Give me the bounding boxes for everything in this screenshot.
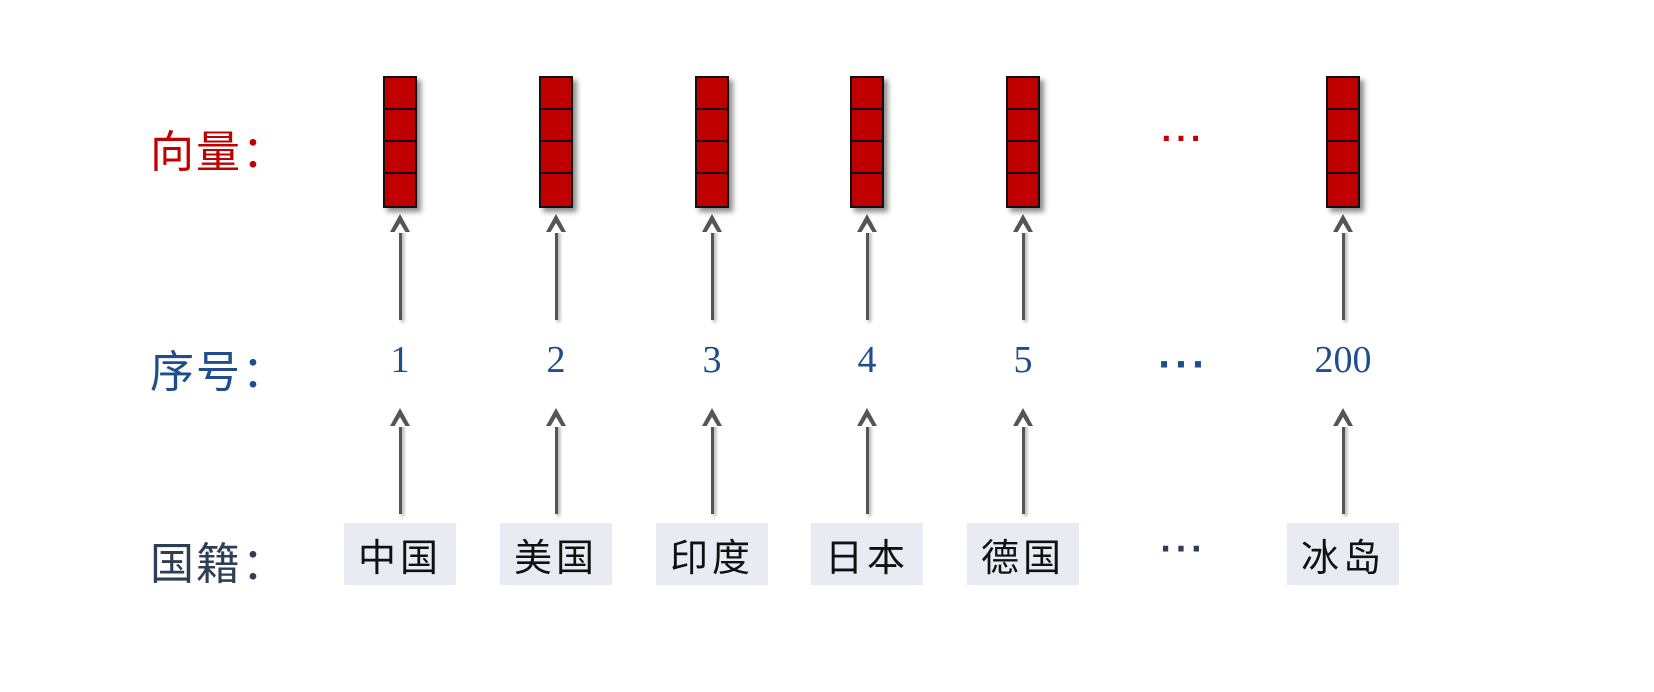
up-arrow-icon	[546, 214, 566, 320]
index-number: 2	[546, 339, 566, 381]
vector-cell	[1328, 110, 1358, 142]
embedding-vector	[383, 76, 417, 208]
vector-cell	[697, 110, 727, 142]
embedding-vector	[850, 76, 884, 208]
up-arrow-icon	[1013, 214, 1033, 320]
vector-cell	[697, 174, 727, 206]
vector-cell	[697, 142, 727, 174]
row-label-vector: 向量：	[150, 127, 288, 178]
row-label-index: 序号：	[150, 347, 288, 398]
vector-cell	[1008, 78, 1038, 110]
vector-cell	[541, 78, 571, 110]
embedding-column: 1 中国	[330, 0, 470, 692]
embedding-column: 3 印度	[642, 0, 782, 692]
embedding-column: 200 冰岛	[1273, 0, 1413, 692]
nationality-box: 冰岛	[1287, 523, 1399, 585]
up-arrow-icon	[546, 408, 566, 514]
embedding-vector	[1006, 76, 1040, 208]
up-arrow-icon	[1333, 408, 1353, 514]
vector-cell	[1328, 78, 1358, 110]
nationality-box: 德国	[967, 523, 1079, 585]
vector-cell	[852, 142, 882, 174]
vector-cell	[1328, 142, 1358, 174]
embedding-column: 2 美国	[486, 0, 626, 692]
index-number: 4	[857, 339, 877, 381]
up-arrow-icon	[702, 214, 722, 320]
index-number: 5	[1013, 339, 1033, 381]
embedding-column: 4 日本	[797, 0, 937, 692]
vector-cell	[385, 110, 415, 142]
nationality-box: 印度	[656, 523, 768, 585]
up-arrow-icon	[390, 214, 410, 320]
vector-cell	[385, 142, 415, 174]
nationality-ellipsis: ···	[1159, 532, 1207, 567]
up-arrow-icon	[857, 214, 877, 320]
embedding-vector	[1326, 76, 1360, 208]
row-label-nationality: 国籍：	[150, 539, 288, 590]
index-ellipsis: ···	[1157, 345, 1209, 385]
embedding-vector	[695, 76, 729, 208]
index-number: 1	[390, 339, 410, 381]
nationality-box: 中国	[344, 523, 456, 585]
vector-cell	[385, 174, 415, 206]
up-arrow-icon	[1333, 214, 1353, 320]
vector-cell	[852, 78, 882, 110]
vector-cell	[1008, 110, 1038, 142]
vector-cell	[541, 110, 571, 142]
vector-cell	[1008, 174, 1038, 206]
embedding-column: 5 德国	[953, 0, 1093, 692]
vector-cell	[541, 142, 571, 174]
vector-cell	[852, 174, 882, 206]
vector-cell	[541, 174, 571, 206]
ellipsis-column: ··· ··· ···	[1113, 0, 1253, 692]
index-number: 3	[702, 339, 722, 381]
vector-cell	[385, 78, 415, 110]
nationality-box: 美国	[500, 523, 612, 585]
vector-ellipsis: ···	[1161, 122, 1205, 155]
index-number: 200	[1314, 339, 1372, 381]
up-arrow-icon	[702, 408, 722, 514]
up-arrow-icon	[1013, 408, 1033, 514]
vector-cell	[1008, 142, 1038, 174]
vector-cell	[1328, 174, 1358, 206]
vector-cell	[852, 110, 882, 142]
nationality-box: 日本	[811, 523, 923, 585]
up-arrow-icon	[857, 408, 877, 514]
up-arrow-icon	[390, 408, 410, 514]
embedding-vector	[539, 76, 573, 208]
vector-cell	[697, 78, 727, 110]
